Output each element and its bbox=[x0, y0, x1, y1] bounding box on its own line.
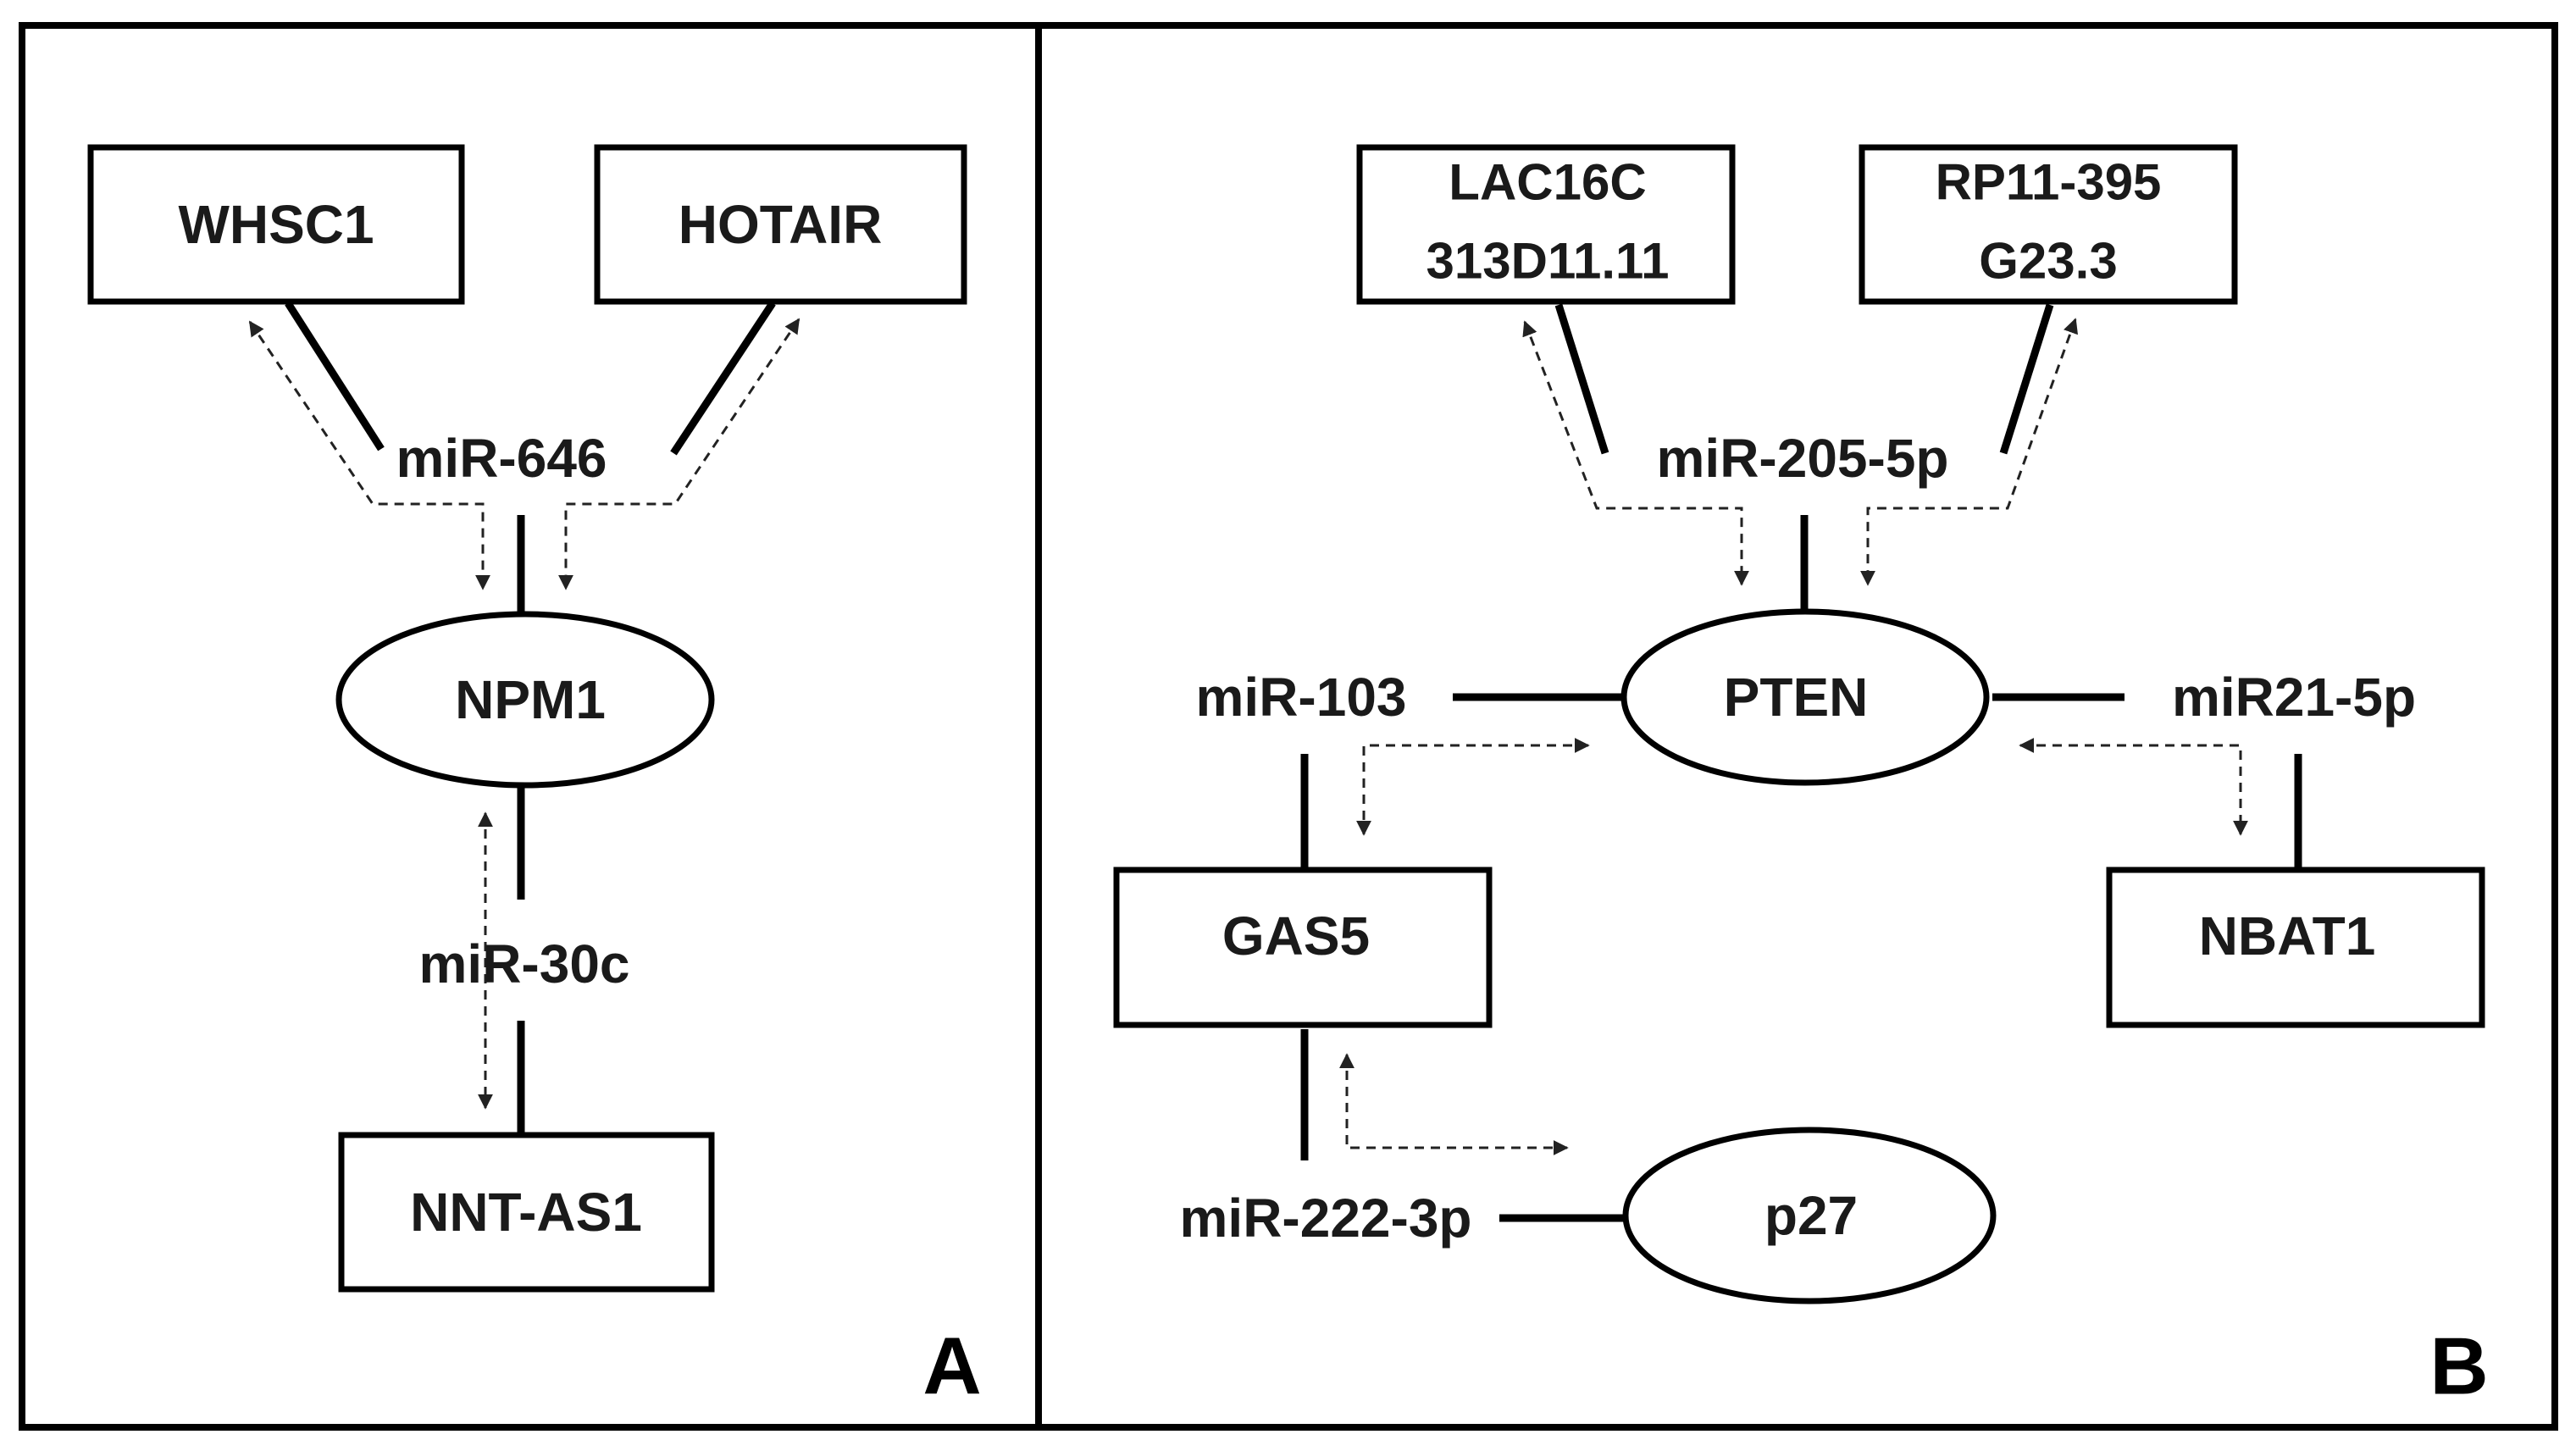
rp11-label-line1: RP11-395 bbox=[1936, 154, 2162, 211]
panel-a: WHSC1 HOTAIR miR-646 NPM1 miR-30c NNT-AS… bbox=[87, 144, 982, 1412]
lac16c-label-line1: LAC16C bbox=[1449, 154, 1646, 211]
dashed-arrow-rp11-pten bbox=[1860, 318, 2079, 586]
lac16c-label-line2: 313D11.11 bbox=[1426, 233, 1670, 290]
link-rp11-mir205 bbox=[1999, 303, 2054, 455]
whsc1-label: WHSC1 bbox=[178, 194, 374, 255]
nbat1-box bbox=[2106, 867, 2485, 1028]
rp11-label-line2: G23.3 bbox=[1979, 233, 2117, 290]
panel-b: LAC16C 313D11.11 RP11-395 G23.3 miR-205-… bbox=[1113, 144, 2489, 1412]
panel-label-a: A bbox=[922, 1321, 981, 1412]
dashed-arrow-whsc1-npm1 bbox=[248, 320, 490, 590]
dashed-arrow-gas5-p27 bbox=[1339, 1053, 1569, 1155]
dashed-arrow-pten-nbat1 bbox=[2019, 738, 2248, 836]
whsc1-box bbox=[87, 144, 465, 305]
gas5-box bbox=[1113, 867, 1493, 1028]
dashed-arrow-hotair-npm1 bbox=[558, 318, 800, 590]
p27-label: p27 bbox=[1764, 1185, 1858, 1246]
nntas1-label: NNT-AS1 bbox=[410, 1182, 642, 1243]
rp11-box bbox=[1859, 144, 2238, 305]
link-whsc1-mir646 bbox=[285, 301, 385, 451]
dashed-arrow-pten-gas5 bbox=[1356, 738, 1590, 836]
figure-frame bbox=[19, 22, 2558, 1431]
gas5-label: GAS5 bbox=[1222, 905, 1370, 966]
pten-ellipse bbox=[1620, 608, 1990, 786]
nbat1-label: NBAT1 bbox=[2199, 905, 2376, 966]
npm1-label: NPM1 bbox=[455, 669, 606, 730]
mir646-label: miR-646 bbox=[396, 428, 607, 489]
lac16c-box bbox=[1356, 144, 1736, 305]
p27-ellipse bbox=[1622, 1127, 1997, 1304]
mir205-label: miR-205-5p bbox=[1657, 428, 1949, 489]
mir222-label: miR-222-3p bbox=[1180, 1188, 1472, 1249]
pten-label: PTEN bbox=[1724, 667, 1869, 728]
dashed-arrow-lac16c-pten bbox=[1522, 320, 1749, 586]
mir103-label: miR-103 bbox=[1196, 667, 1407, 728]
npm1-ellipse bbox=[335, 611, 715, 789]
mir30c-label: miR-30c bbox=[419, 933, 630, 994]
hotair-label: HOTAIR bbox=[679, 194, 883, 255]
nntas1-box bbox=[338, 1132, 715, 1293]
panel-label-b: B bbox=[2429, 1321, 2488, 1412]
mir21-label: miR21-5p bbox=[2172, 667, 2416, 728]
hotair-box bbox=[594, 144, 967, 305]
